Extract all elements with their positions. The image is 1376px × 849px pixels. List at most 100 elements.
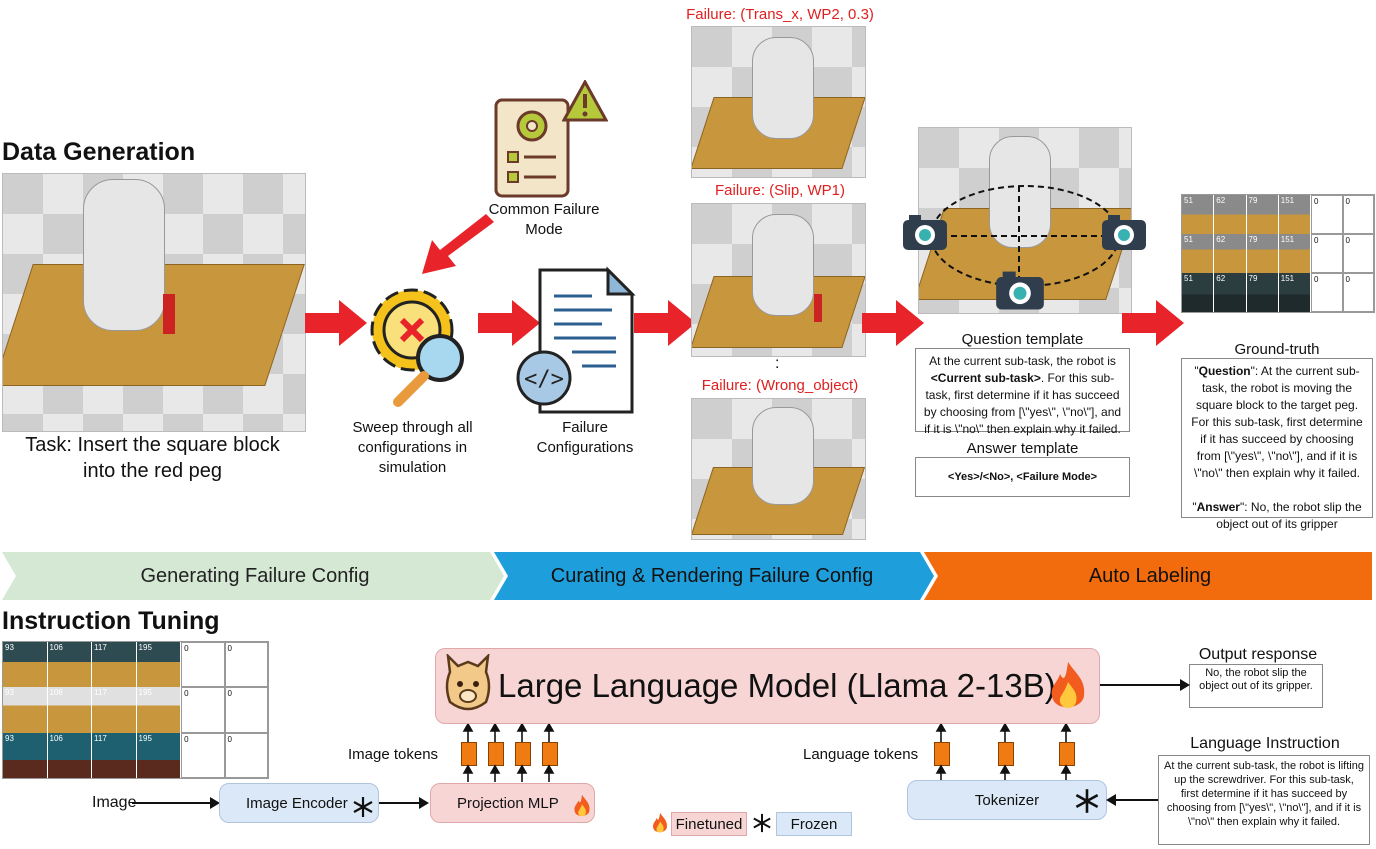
empty-frame-cell: 0: [1342, 273, 1374, 312]
image-encoder-block: Image Encoder: [219, 783, 379, 823]
projection-mlp-label: Projection MLP: [457, 794, 559, 812]
ground-truth-question-label: Question: [1198, 364, 1251, 378]
failure-configurations-label: Failure Configurations: [536, 419, 634, 456]
empty-frame-cell: 0: [224, 642, 268, 688]
camera-icon: [996, 271, 1044, 310]
frame-thumbnail: 51: [1182, 234, 1215, 273]
image-token: [488, 742, 504, 766]
image-tokens-label: Image tokens: [348, 746, 439, 763]
fire-icon: [1051, 662, 1085, 708]
language-token: [934, 742, 950, 766]
stage-auto-labeling: Auto Labeling: [1088, 564, 1212, 587]
image-token: [515, 742, 531, 766]
frame-thumbnail: 106: [47, 732, 93, 778]
answer-template-box: <Yes>/<No>, <Failure Mode>: [915, 457, 1130, 497]
frame-thumbnail: 106: [47, 642, 93, 688]
language-token-arrows: [935, 724, 1072, 782]
red-peg: [814, 294, 822, 322]
ellipsis: :: [775, 355, 780, 372]
empty-frame-cell: 0: [1311, 195, 1343, 234]
failure-image-2: [691, 203, 866, 357]
red-peg: [163, 294, 175, 334]
language-instruction-title: Language Instruction: [1190, 735, 1340, 752]
legend-frozen-label: Frozen: [790, 815, 838, 833]
warning-icon: [562, 80, 608, 122]
llama-icon: [445, 654, 491, 711]
frame-thumbnail: 51: [1182, 273, 1215, 312]
camera-icon: [1102, 215, 1146, 250]
empty-frame-cell: 0: [224, 732, 268, 778]
ground-truth-box: "Question": At the current sub-task, the…: [1181, 358, 1373, 531]
task-caption: Task: Insert the square block into the r…: [25, 434, 280, 482]
snowflake-icon: [1075, 789, 1099, 813]
image-to-encoder-arrow: [132, 797, 220, 809]
frame-thumbnail: 106: [47, 687, 93, 733]
ground-truth-title: Ground-truth: [1234, 341, 1320, 358]
language-instruction-text: At the current sub-task, the robot is li…: [1164, 760, 1364, 828]
frame-thumbnail: 93: [3, 687, 48, 733]
ground-truth-answer-text: : No, the robot slip the object out of i…: [1216, 500, 1362, 531]
legend-finetuned: Finetuned: [671, 812, 747, 836]
tokenizer-block: Tokenizer: [907, 780, 1107, 820]
image-token: [461, 742, 477, 766]
section-title-instruction-tuning: Instruction Tuning: [2, 607, 220, 635]
language-tokens-label: Language tokens: [803, 746, 919, 763]
question-template-bold: <Current sub-task>: [930, 371, 1041, 385]
image-token: [542, 742, 558, 766]
flow-arrow-diagonal: [422, 214, 494, 274]
robot-arm: [752, 37, 814, 139]
output-response-text: No, the robot slip the object out of its…: [1199, 667, 1313, 692]
fire-icon: [653, 812, 667, 833]
frame-thumbnail: 62: [1214, 234, 1247, 273]
frame-thumbnail: 117: [92, 687, 137, 733]
projection-mlp-block: Projection MLP: [430, 783, 595, 823]
snowflake-icon: [753, 813, 771, 833]
ground-truth-question-text: : At the current sub-task, the robot is …: [1191, 364, 1363, 480]
flow-arrow-1: [305, 300, 367, 346]
question-template-box: At the current sub-task, the robot is <C…: [915, 348, 1130, 436]
code-file-icon: </>: [516, 266, 636, 414]
camera-icon: [903, 215, 947, 250]
frame-thumbnail: 151: [1278, 234, 1312, 273]
answer-template-text: <Yes>/<No>, <Failure Mode>: [947, 470, 1098, 483]
language-token: [1059, 742, 1075, 766]
common-failure-mode-label: Common Failure Mode: [488, 201, 600, 238]
empty-frame-cell: 0: [181, 642, 225, 688]
encoder-to-mlp-arrow: [379, 797, 429, 809]
frame-thumbnail: 62: [1214, 273, 1247, 312]
stage-curating: Curating & Rendering Failure Config: [550, 564, 874, 587]
language-instruction-box: At the current sub-task, the robot is li…: [1158, 755, 1370, 845]
snowflake-icon: [353, 797, 373, 817]
stage-banner-shapes: [2, 552, 1372, 600]
empty-frame-cell: 0: [181, 687, 225, 733]
failure-label-2: Failure: (Slip, WP1): [714, 182, 846, 199]
empty-frame-cell: 0: [224, 687, 268, 733]
empty-frame-cell: 0: [1342, 195, 1374, 234]
robot-arm: [752, 407, 814, 505]
flow-arrow-2: [478, 300, 540, 346]
robot-arm: [83, 179, 165, 331]
frame-thumbnail: 117: [92, 732, 137, 778]
frame-thumbnail: 93: [3, 642, 48, 688]
failure-label-3: Failure: (Wrong_object): [701, 377, 859, 394]
image-token-arrows: [462, 724, 555, 782]
frame-thumbnail: 51: [1182, 195, 1215, 234]
empty-frame-cell: 0: [1311, 234, 1343, 273]
failure-label-1: Failure: (Trans_x, WP2, 0.3): [686, 6, 874, 23]
legend-finetuned-label: Finetuned: [675, 815, 743, 833]
ground-truth-answer-label: Answer: [1196, 500, 1240, 514]
llm-block: Large Language Model (Llama 2-13B): [435, 648, 1100, 724]
svg-text:</>: </>: [524, 367, 564, 392]
language-token: [998, 742, 1014, 766]
empty-frame-cell: 0: [1311, 273, 1343, 312]
frame-thumbnail: 79: [1246, 234, 1279, 273]
output-response-title: Output response: [1198, 646, 1318, 663]
frame-thumbnail: 79: [1246, 195, 1279, 234]
failure-image-3: [691, 398, 866, 540]
empty-frame-cell: 0: [1342, 234, 1374, 273]
output-response-box: No, the robot slip the object out of its…: [1189, 664, 1323, 708]
llm-to-output-arrow: [1100, 679, 1190, 691]
image-encoder-label: Image Encoder: [246, 794, 348, 812]
